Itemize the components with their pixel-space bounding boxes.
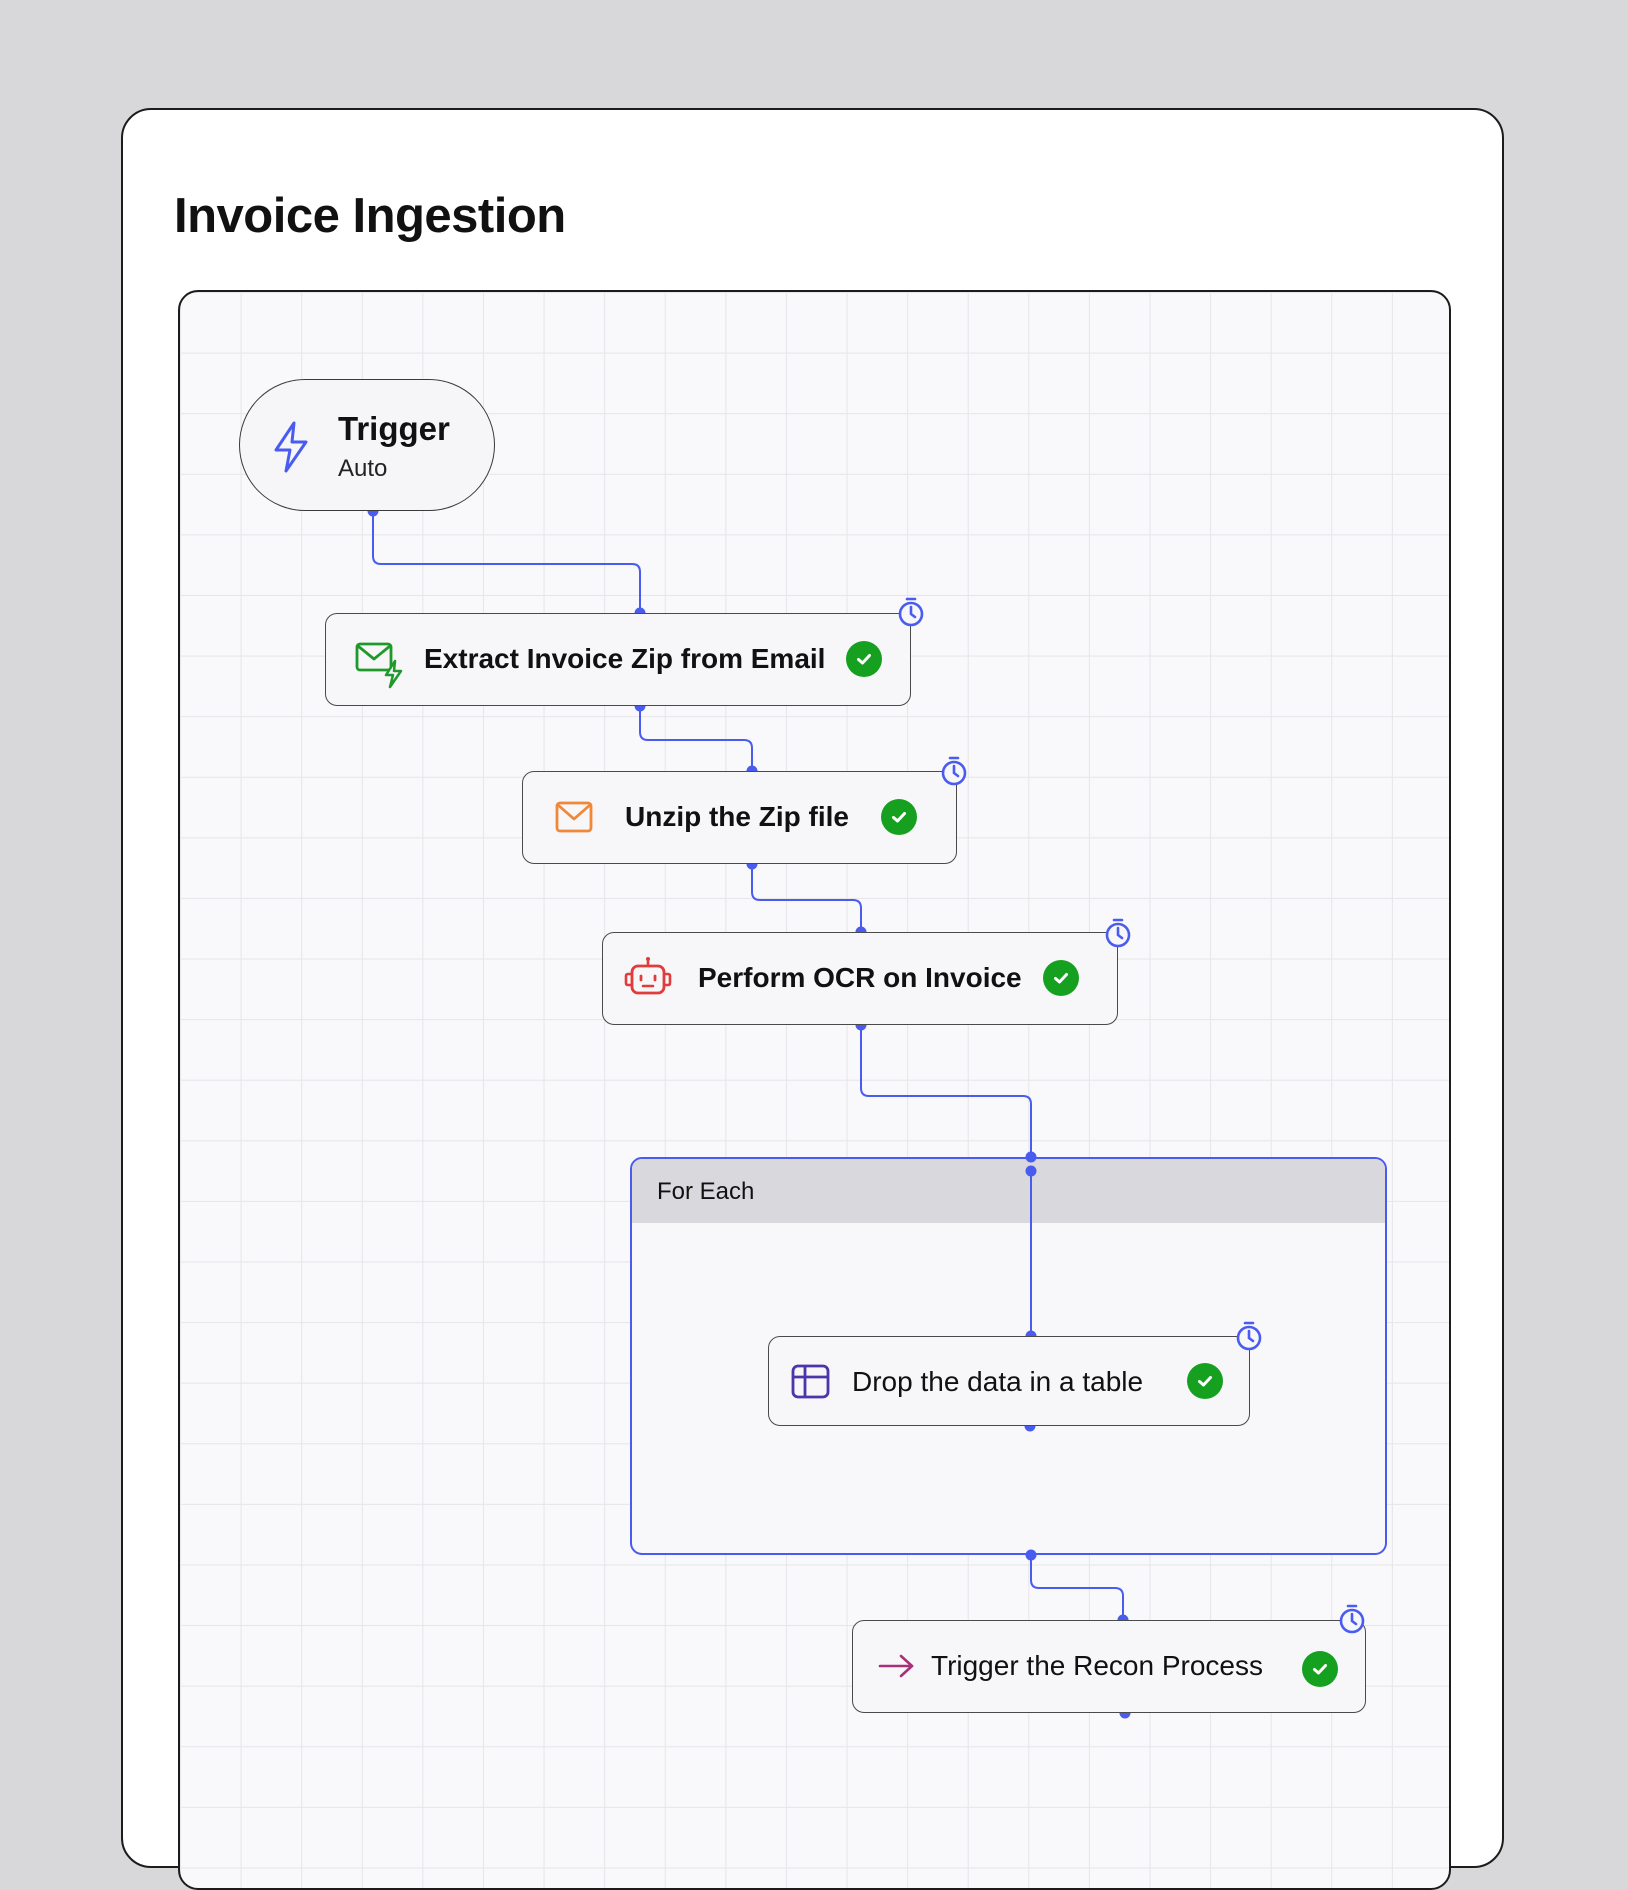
table-icon — [791, 1364, 830, 1399]
envelope-icon — [555, 801, 593, 833]
success-check-icon — [846, 641, 882, 677]
trigger-subtitle: Auto — [338, 455, 388, 482]
timer-icon[interactable] — [940, 755, 968, 787]
lightning-icon — [274, 421, 308, 473]
timer-icon[interactable] — [1338, 1603, 1366, 1635]
node-label: Perform OCR on Invoice — [698, 962, 1022, 993]
robot-icon — [624, 957, 672, 995]
node-drop-data-table[interactable]: Drop the data in a table — [768, 1336, 1250, 1426]
trigger-node[interactable]: Trigger Auto — [239, 379, 495, 511]
success-check-icon — [1187, 1363, 1223, 1399]
node-label: Extract Invoice Zip from Email — [424, 643, 826, 674]
node-extract-invoice-zip[interactable]: Extract Invoice Zip from Email — [325, 613, 911, 706]
timer-icon[interactable] — [1104, 917, 1132, 949]
timer-icon[interactable] — [1235, 1320, 1263, 1352]
for-each-header[interactable] — [632, 1159, 1385, 1223]
success-check-icon — [1043, 960, 1079, 996]
node-perform-ocr[interactable]: Perform OCR on Invoice — [602, 932, 1118, 1025]
node-trigger-recon[interactable]: Trigger the Recon Process — [852, 1620, 1366, 1713]
node-label: Trigger the Recon Process — [931, 1650, 1263, 1681]
success-check-icon — [881, 799, 917, 835]
for-each-title: For Each — [657, 1178, 755, 1205]
trigger-title: Trigger — [338, 410, 450, 447]
timer-icon[interactable] — [897, 596, 925, 628]
node-label: Unzip the Zip file — [625, 801, 849, 832]
node-unzip-file[interactable]: Unzip the Zip file — [522, 771, 957, 864]
success-check-icon — [1302, 1651, 1338, 1687]
node-label: Drop the data in a table — [852, 1366, 1144, 1397]
page-title: Invoice Ingestion — [174, 189, 566, 243]
mail-bolt-icon — [355, 642, 403, 689]
arrow-right-icon — [878, 1654, 914, 1678]
